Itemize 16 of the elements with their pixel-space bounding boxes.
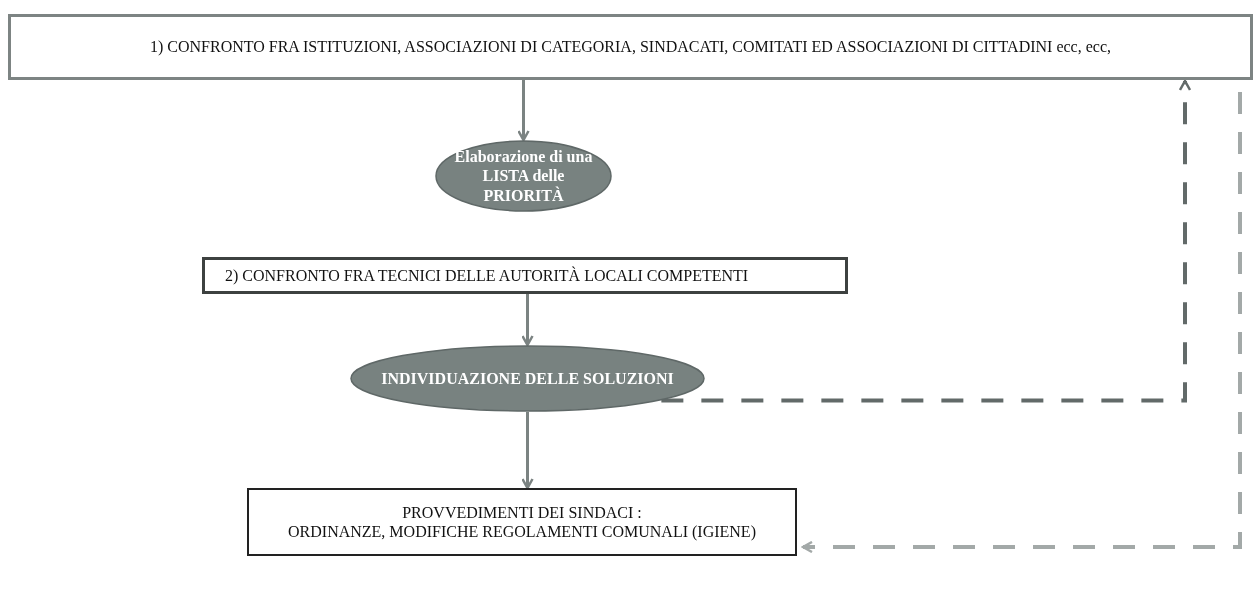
- node-text: 1) CONFRONTO FRA ISTITUZIONI, ASSOCIAZIONI DI CATEGORIA, SINDACATI, COMITATI ED ASSOCIAZIONI DI CITTADINI ecc, ecc,: [149, 37, 1112, 57]
- node-text: Elaborazione di una LISTA delle PRIORITÀ: [453, 147, 594, 205]
- process-box: [247, 488, 797, 556]
- node-text: PROVVEDIMENTI DEI SINDACI :: [402, 502, 642, 522]
- process-ellipse: [435, 140, 612, 212]
- arrow: [521, 412, 534, 490]
- process-ellipse: [350, 345, 705, 412]
- arrow: [521, 294, 534, 347]
- node-text: ORDINANZE, MODIFICHE REGOLAMENTI COMUNALI (IGIENE): [288, 522, 756, 542]
- arrow: [801, 92, 1242, 554]
- process-box: [8, 14, 1253, 80]
- node-text: INDIVIDUAZIONE DELLE SOLUZIONI: [381, 368, 674, 389]
- process-box: [202, 257, 848, 294]
- node-text: 2) CONFRONTO FRA TECNICI DELLE AUTORITÀ LOCALI COMPETENTI: [225, 265, 749, 286]
- arrow: [661, 79, 1192, 403]
- arrow: [517, 80, 530, 142]
